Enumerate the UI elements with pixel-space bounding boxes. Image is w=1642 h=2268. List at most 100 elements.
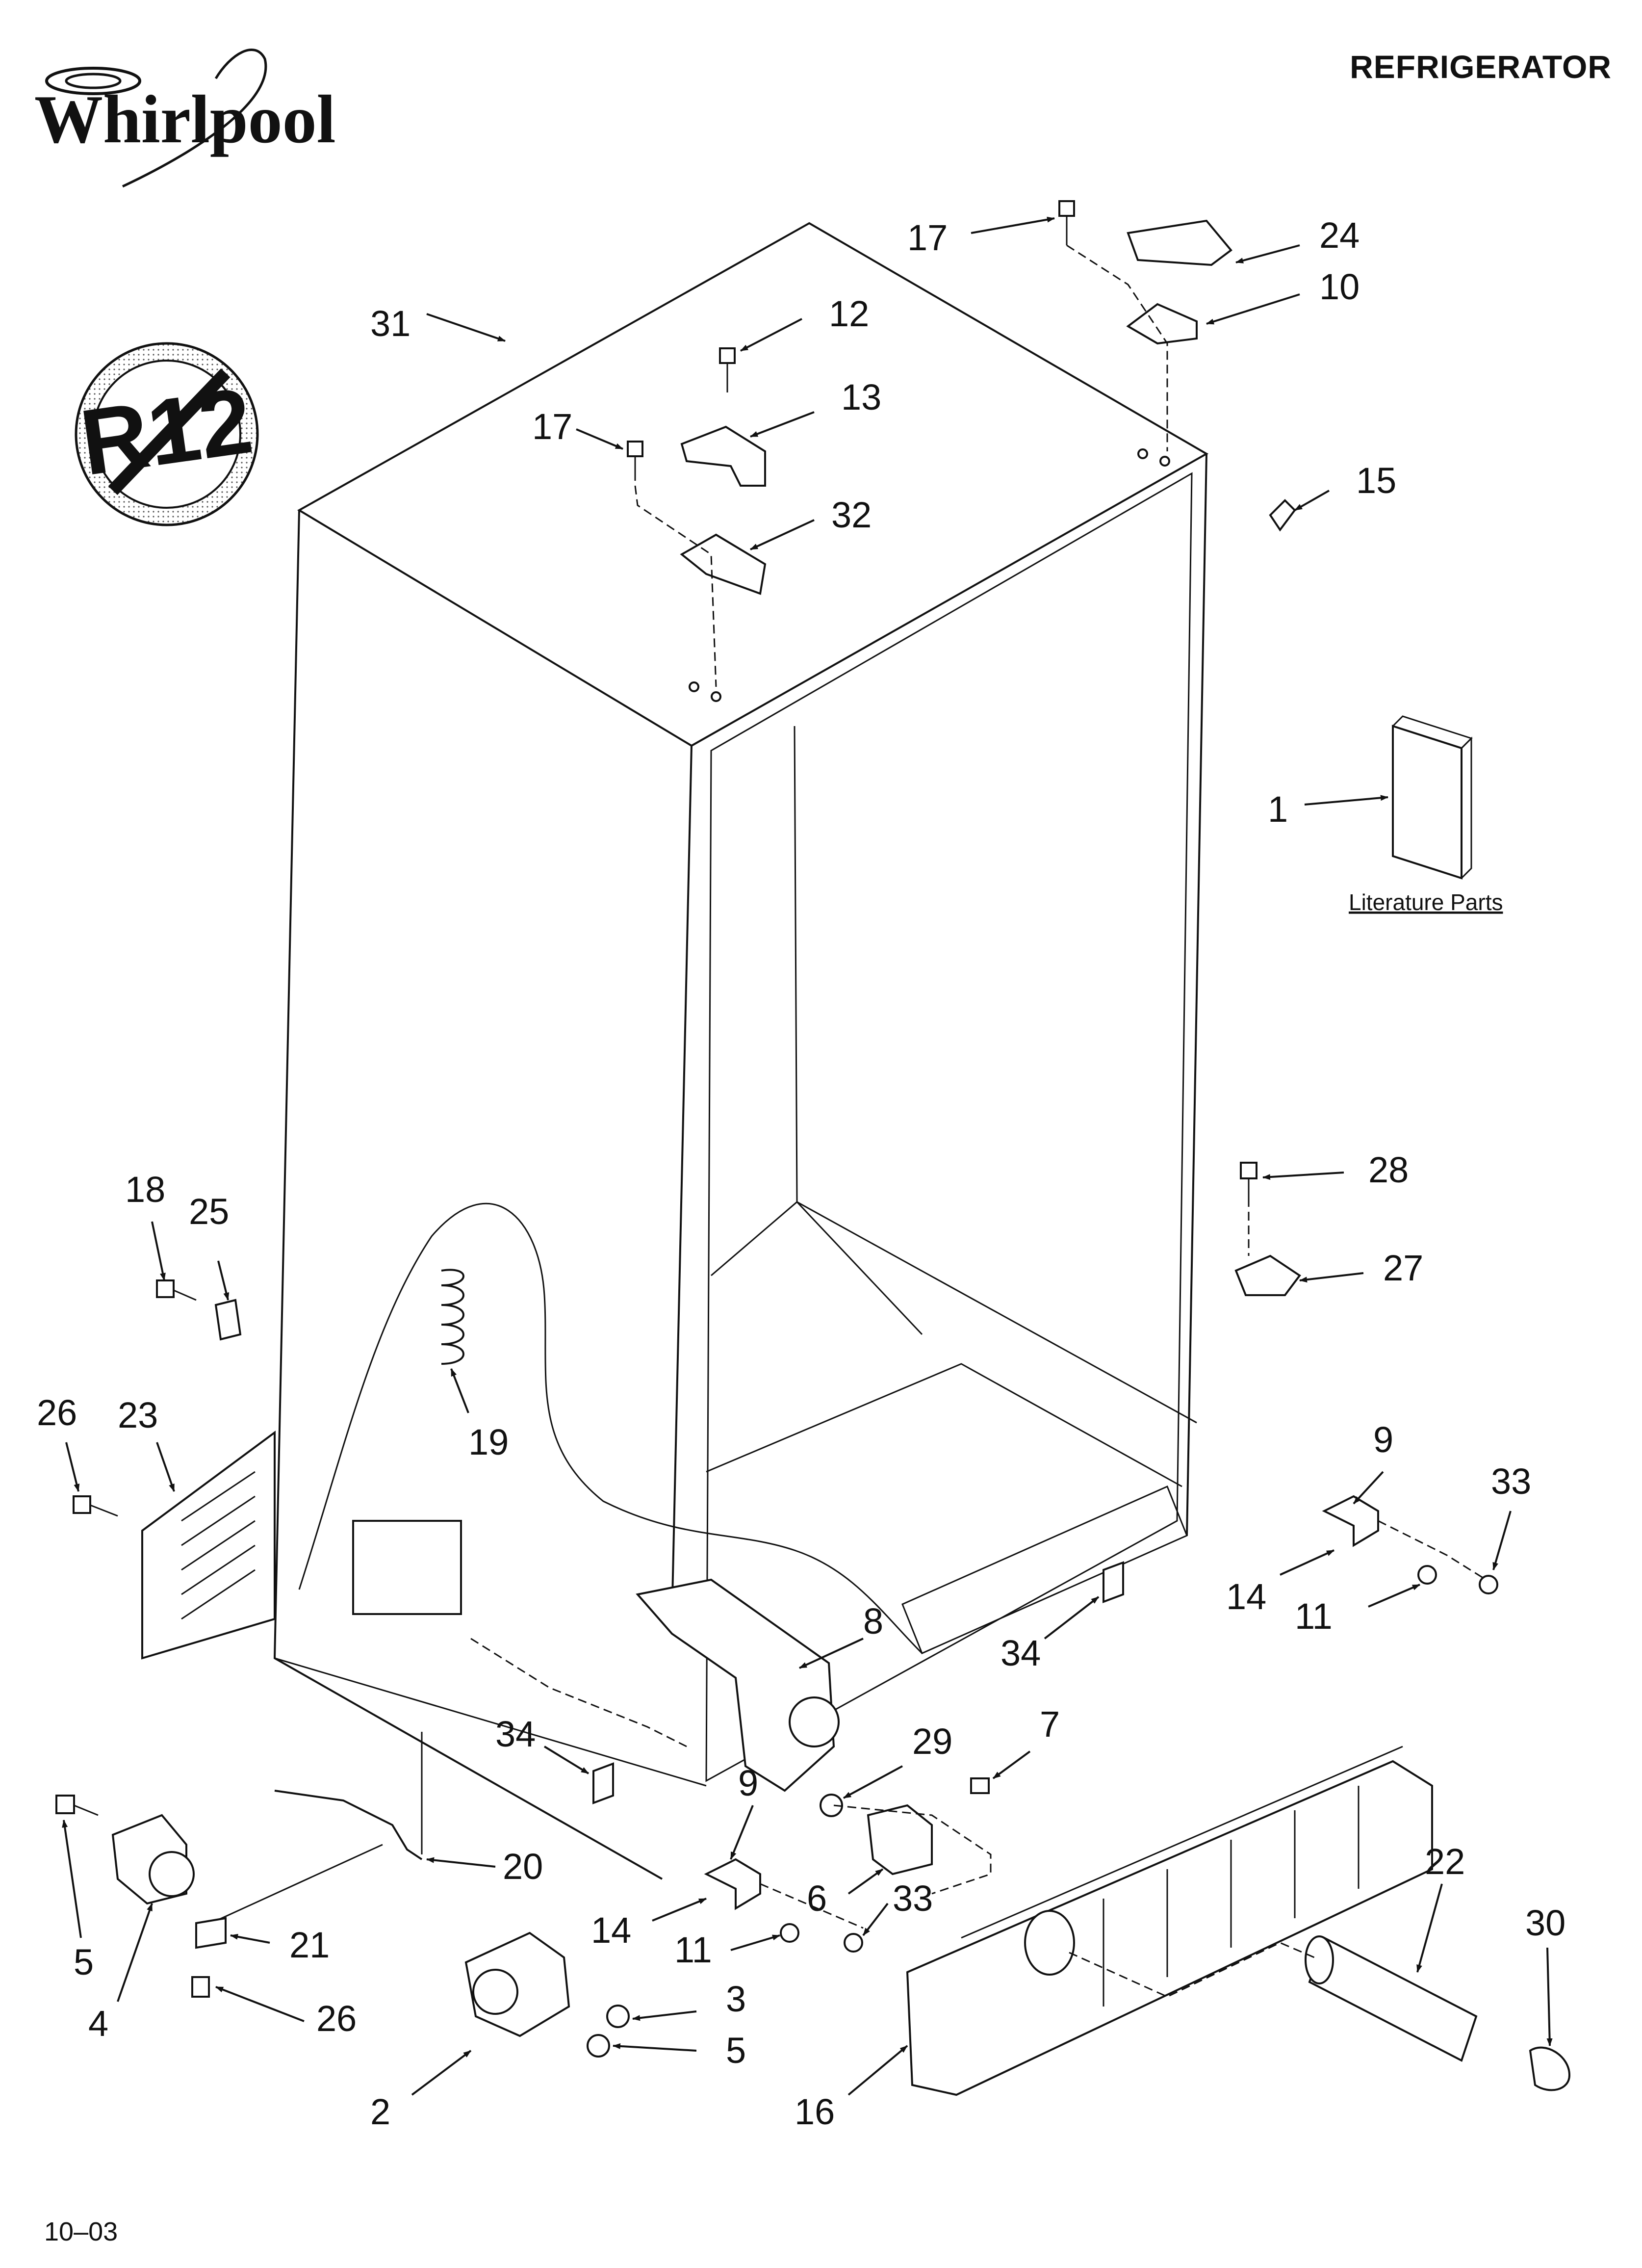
- cabinet-cutaway: [298, 1202, 923, 1654]
- logo-swirl-inner-icon: [65, 73, 122, 89]
- callout-5a: 5: [74, 1942, 94, 1982]
- callout-5b: 5: [726, 2030, 746, 2071]
- leader-7: [992, 1750, 1031, 1779]
- leader-29: [843, 1765, 903, 1799]
- callout-2: 2: [370, 2091, 390, 2132]
- kickplate-16-rail: [961, 1746, 1403, 1939]
- callout-14b: 14: [591, 1910, 631, 1951]
- literature-label: Literature Parts: [1349, 889, 1503, 915]
- leader-33a: [1492, 1511, 1512, 1570]
- cabinet-divider: [711, 1200, 923, 1335]
- callout-9b: 9: [738, 1763, 758, 1803]
- cabinet-base-rail: [901, 1485, 1188, 1655]
- water-tube-20: [274, 1790, 423, 1860]
- right-lower-hardware: [1103, 1162, 1498, 1603]
- leader-19: [450, 1368, 469, 1413]
- callout-20: 20: [503, 1846, 543, 1887]
- callout-25: 25: [189, 1191, 229, 1232]
- leader-17b: [576, 428, 623, 450]
- leader-9a: [1353, 1471, 1384, 1505]
- callout-32: 32: [831, 495, 872, 535]
- callout-10: 10: [1319, 266, 1360, 307]
- cabinet-bottom-edge: [274, 1657, 707, 1787]
- leader-15: [1294, 490, 1330, 511]
- hinge-right-centerline: [1066, 244, 1168, 451]
- hinge-bracket-2-boss: [472, 1969, 518, 2015]
- leader-26b: [215, 1986, 305, 2022]
- screw-26-left-shank: [90, 1504, 118, 1517]
- callout-34a: 34: [1001, 1633, 1041, 1673]
- leader-24: [1235, 244, 1300, 263]
- clip-15: [1269, 499, 1296, 532]
- callout-4: 4: [88, 2003, 108, 2044]
- tube-20-link: [210, 1844, 383, 1924]
- leader-25: [217, 1260, 230, 1301]
- leader-20: [426, 1857, 496, 1868]
- clip-6: [867, 1804, 933, 1876]
- cabinet-left-side: [273, 510, 663, 1880]
- callout-17b: 17: [532, 406, 572, 447]
- leader-34b: [543, 1746, 590, 1774]
- leader-31: [426, 313, 506, 342]
- leader-13: [750, 411, 815, 438]
- logo-wordmark: Whirlpool: [34, 81, 336, 157]
- callout-28: 28: [1368, 1149, 1409, 1190]
- no-r12-badge: R12: [75, 342, 259, 526]
- bracket-34-right: [1103, 1561, 1124, 1603]
- leader-5b: [613, 2043, 697, 2052]
- literature-booklet-spine: [1461, 736, 1472, 879]
- leader-4: [117, 1903, 153, 2002]
- leader-23: [156, 1442, 175, 1492]
- literature-booklet: [1392, 725, 1462, 880]
- leader-10: [1206, 293, 1300, 325]
- callout-23: 23: [118, 1395, 158, 1435]
- screw-26-lower: [191, 1976, 210, 1998]
- leader-1: [1304, 795, 1388, 806]
- leader-8: [799, 1638, 864, 1669]
- valve-assembly: [352, 1520, 462, 1615]
- callout-12: 12: [829, 293, 869, 334]
- screw-5-lower: [587, 2034, 610, 2058]
- leader-33b: [862, 1903, 889, 1936]
- callout-8: 8: [863, 1601, 883, 1642]
- leader-18: [151, 1221, 166, 1281]
- callout-11b: 11: [674, 1929, 712, 1970]
- callout-6: 6: [807, 1878, 827, 1919]
- literature-parts: Literature Parts: [1349, 715, 1503, 915]
- callout-33b: 33: [893, 1878, 933, 1919]
- fill-tube-8-port: [789, 1696, 840, 1747]
- leader-14a: [1280, 1549, 1334, 1576]
- top-hinge-10: [1126, 303, 1198, 345]
- leader-21: [230, 1933, 270, 1944]
- leader-3: [632, 2010, 697, 2021]
- callout-31: 31: [370, 303, 410, 344]
- screw-7: [970, 1777, 990, 1794]
- whirlpool-logo: Whirlpool: [34, 49, 336, 188]
- hole-top-right-a: [1137, 448, 1148, 459]
- logo-swirl-icon: [45, 67, 141, 95]
- cabinet-front-right-edge: [1186, 453, 1207, 1536]
- leader-16: [847, 2045, 908, 2096]
- screw-17-right: [1058, 200, 1075, 217]
- kickplate-and-filter: [906, 1746, 1571, 2096]
- callout-15: 15: [1356, 460, 1396, 501]
- leader-17a: [971, 216, 1055, 234]
- leader-28: [1262, 1172, 1344, 1180]
- screw-33-left: [844, 1933, 863, 1953]
- top-hardware: [627, 200, 1296, 702]
- bracket-34-left: [592, 1762, 614, 1804]
- callout-3: 3: [726, 1979, 746, 2019]
- kickplate-16: [906, 1760, 1433, 2096]
- screw-18-shank: [173, 1289, 197, 1301]
- screw-18: [156, 1279, 175, 1298]
- screw-11-left: [780, 1923, 799, 1943]
- leader-9b: [730, 1805, 754, 1860]
- clip-21: [195, 1917, 227, 1949]
- callout-24: 24: [1319, 215, 1360, 256]
- kickplate-filter-opening: [1024, 1910, 1075, 1976]
- water-line-dashed: [470, 1638, 687, 1747]
- screw-26-left: [73, 1495, 91, 1514]
- hole-top-right-b: [1159, 456, 1170, 467]
